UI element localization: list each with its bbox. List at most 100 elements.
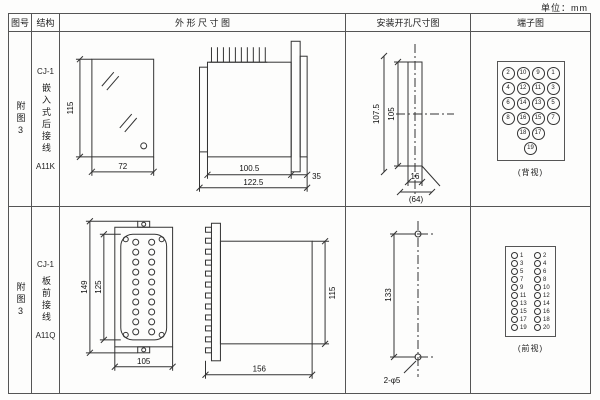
- terminal-10: 10: [534, 284, 550, 291]
- terminal-14: 14: [534, 300, 550, 307]
- terminal-17: 17: [531, 126, 545, 140]
- terminal-screw-icon: [511, 268, 518, 275]
- structure-desc-row2: 板前接线: [41, 276, 51, 324]
- terminal-number: 2: [543, 252, 547, 259]
- terminal-screw-icon: [511, 308, 518, 315]
- mounting-drawing-a11k: 107.5 105 16 (64): [372, 44, 454, 204]
- terminal-8: 8: [501, 111, 515, 125]
- fig-no-row1: 附图3: [9, 32, 32, 207]
- front-view-a11q: [85, 217, 176, 371]
- terminal-number: 16: [543, 308, 550, 315]
- col-header-mounting: 安装开孔尺寸图: [346, 14, 471, 32]
- fig-no-row1-label: 附图3: [15, 100, 26, 138]
- terminal-16: 16: [534, 308, 550, 315]
- structure-desc-row1: 嵌入式后接线: [41, 83, 51, 155]
- terminal-3: 3: [546, 81, 560, 95]
- terminal-1: 1: [511, 252, 527, 259]
- side-view-a11q: [202, 222, 330, 379]
- terminal-9: 9: [511, 284, 527, 291]
- structure-row2: CJ-1 板前接线 A11Q: [32, 207, 60, 393]
- terminal-view-label-row2: (前视): [517, 344, 544, 353]
- terminal-number: 9: [520, 284, 524, 291]
- terminal-row: 13 14: [511, 300, 550, 307]
- terminal-9: 9: [531, 66, 545, 80]
- terminal-11: 11: [511, 292, 527, 299]
- terminal-10: 10: [516, 66, 530, 80]
- dim-side-height-row2: 115: [328, 286, 337, 299]
- fig-no-row2-label: 附图3: [15, 281, 26, 319]
- terminal-row: 9 10: [511, 284, 550, 291]
- terminal-number: 20: [543, 324, 550, 331]
- terminal-14: 14: [516, 96, 530, 110]
- mounting-cell-row2: 133 2-φ5: [346, 207, 471, 393]
- terminal-number: 11: [520, 292, 527, 299]
- terminal-6: 6: [501, 96, 515, 110]
- terminal-screw-icon: [511, 252, 518, 259]
- terminal-screw-icon: [534, 252, 541, 259]
- front-view-a11k: [75, 55, 158, 176]
- holes-view-a11q: [390, 221, 436, 377]
- fig-no-row2: 附图3: [9, 207, 32, 393]
- terminal-19: 19: [524, 141, 537, 155]
- dim-side-total-row1: 122.5: [243, 178, 264, 187]
- col-header-outline: 外 形 尺 寸 图: [60, 14, 346, 32]
- terminal-13: 13: [511, 300, 527, 307]
- dim-mount-outer-row1: 107.5: [372, 103, 381, 124]
- cutout-view-a11k: [380, 44, 454, 196]
- terminal-screw-icon: [534, 300, 541, 307]
- terminal-row: 19: [502, 141, 560, 155]
- col-header-terminal: 端子图: [471, 14, 590, 32]
- terminal-16: 16: [516, 111, 530, 125]
- terminal-screw-icon: [511, 316, 518, 323]
- terminal-19: 19: [511, 324, 527, 331]
- terminal-2: 2: [534, 252, 550, 259]
- mounting-drawing-a11q: 133 2-φ5: [384, 221, 436, 385]
- terminal-number: 14: [543, 300, 550, 307]
- terminal-screw-icon: [534, 292, 541, 299]
- terminal-20: 20: [534, 324, 550, 331]
- terminal-number: 4: [543, 260, 547, 267]
- terminal-screw-icon: [534, 276, 541, 283]
- unit-label: 单位：mm: [541, 3, 588, 13]
- terminal-2: 2: [501, 66, 515, 80]
- dimension-table: 图号 结构 外 形 尺 寸 图 安装开孔尺寸图 端子图 附图3 CJ-1 嵌入式…: [8, 13, 591, 394]
- terminal-8: 8: [534, 276, 550, 283]
- col-header-structure: 结构: [32, 14, 60, 32]
- terminal-number: 13: [520, 300, 527, 307]
- terminal-7: 7: [546, 111, 560, 125]
- terminal-screw-icon: [511, 300, 518, 307]
- model-row2: CJ-1: [37, 260, 54, 269]
- terminal-4: 4: [534, 260, 550, 267]
- outline-cell-row1: 115 72: [60, 32, 346, 207]
- terminal-6: 6: [534, 268, 550, 275]
- side-view-a11k: [196, 40, 311, 192]
- terminal-screw-icon: [511, 260, 518, 267]
- dim-front-inner-row2: 125: [94, 280, 103, 294]
- terminal-number: 5: [520, 268, 524, 275]
- structure-row1: CJ-1 嵌入式后接线 A11K: [32, 32, 60, 207]
- model-row1: CJ-1: [37, 67, 54, 76]
- dim-side-width-row2: 156: [253, 365, 267, 374]
- outline-drawing-a11k: 115 72: [66, 40, 322, 192]
- dim-front-width-row2: 105: [137, 357, 151, 366]
- dim-mount-slot-row1: 16: [411, 172, 420, 181]
- dim-mount-inner-row1: 105: [387, 107, 396, 121]
- code-row2: A11Q: [35, 331, 56, 340]
- terminal-screw-icon: [511, 276, 518, 283]
- terminal-18: 18: [516, 126, 530, 140]
- terminal-13: 13: [531, 96, 545, 110]
